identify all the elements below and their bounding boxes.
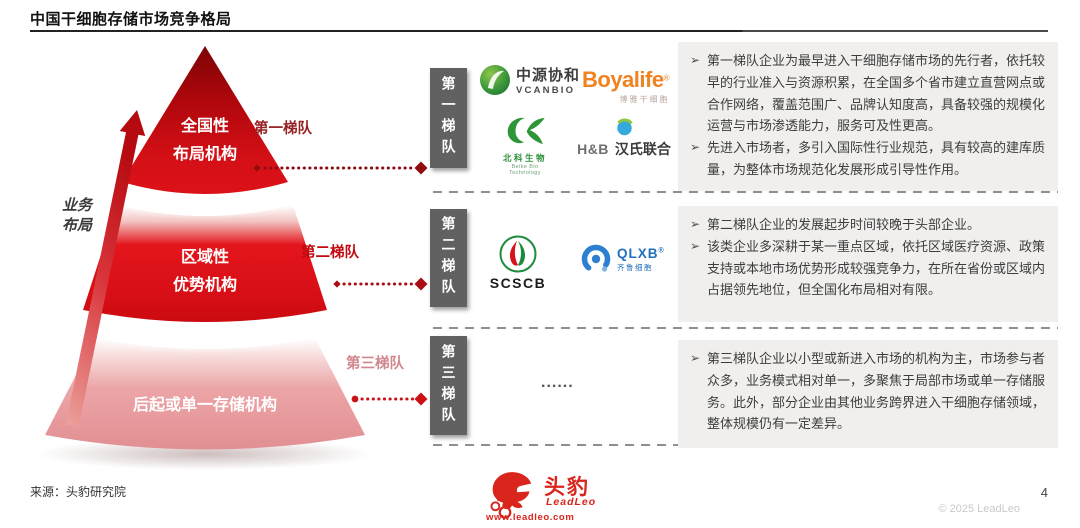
vcanbio-logo: 中源协和 VCANBIO xyxy=(479,64,580,96)
bullet-arrow-icon: ➢ xyxy=(690,217,701,231)
pyramid-shadow xyxy=(37,438,373,470)
connector1-start-dot xyxy=(253,164,261,172)
tier1-bullet-1: ➢ 第一梯队企业为最早进入干细胞存储市场的先行者，依托较早的行业准入与资源积累，… xyxy=(690,50,1045,137)
pyramid-tier1-shape xyxy=(122,46,288,194)
page-title: 中国干细胞存储市场竞争格局 xyxy=(30,11,232,28)
axis-label-line1: 业务 xyxy=(62,197,94,214)
tier3-description-block: ➢ 第三梯队企业以小型或新进入市场的机构为主，市场参与者众多，业务模式相对单一，… xyxy=(678,340,1058,448)
pyramid-tier3-topface xyxy=(93,326,317,354)
tier2-bullet-1: ➢ 第二梯队企业的发展起步时间较晚于头部企业。 xyxy=(690,214,1045,236)
connector2-start-dot xyxy=(333,280,341,288)
leadleo-website: www.leadleo.com xyxy=(486,512,575,523)
bullet-arrow-icon: ➢ xyxy=(690,53,701,67)
tier1-bullet-2-text: 先进入市场者，多引入国际性行业规范，具有较高的建库质量，为整体市场规范化发展形成… xyxy=(707,140,1046,177)
separator-2 xyxy=(433,327,1058,329)
tier2-bullet-2: ➢ 该类企业多深耕于某一重点区域，依托区域医疗资源、政策支持或本地市场优势形成较… xyxy=(690,236,1045,301)
tier1-tag: 第一梯队 xyxy=(254,119,312,137)
boyalife-reg-mark: ® xyxy=(663,73,670,83)
hb-logo-icon xyxy=(616,118,633,136)
tier3-box: 第三梯队 xyxy=(430,336,467,435)
boyalife-name-cn: 博雅干细胞 xyxy=(619,95,670,104)
pyramid-tier2-label-line1: 区域性 xyxy=(181,247,229,266)
pyramid-diagram: 后起或单一存储机构 区域性 优势机构 全国性 布局机构 业务 布局 第一梯队 第… xyxy=(37,46,428,470)
tier1-bullet-2: ➢ 先进入市场者，多引入国际性行业规范，具有较高的建库质量，为整体市场规范化发展… xyxy=(690,137,1045,181)
pyramid-tier1-label-line2: 布局机构 xyxy=(173,144,237,163)
tier3-tag: 第三梯队 xyxy=(346,354,404,372)
title-underline xyxy=(30,30,1048,32)
beike-logo-icon xyxy=(507,117,545,145)
source-note: 来源：头豹研究院 xyxy=(30,485,127,499)
tier3-bullet-1-text: 第三梯队企业以小型或新进入市场的机构为主，市场参与者众多，业务模式相对单一，多聚… xyxy=(707,351,1046,432)
leadleo-name-en: LeadLeo xyxy=(546,496,597,508)
boyalife-name-en: Boyalife xyxy=(582,67,664,92)
connector1-end-diamond xyxy=(414,161,428,175)
pyramid-tier3-label: 后起或单一存储机构 xyxy=(133,395,277,414)
pyramid-tier2-label-line2: 优势机构 xyxy=(173,275,237,294)
beike-name-cn: 北科生物 xyxy=(502,153,547,163)
vcanbio-logo-icon xyxy=(480,65,510,95)
tier2-bullet-1-text: 第二梯队企业的发展起步时间较晚于头部企业。 xyxy=(707,217,981,232)
qlxb-name-en: QLXB xyxy=(617,245,659,261)
tier3-companies-placeholder: ...... xyxy=(541,374,574,391)
tier2-tag: 第二梯队 xyxy=(301,243,359,261)
tier2-description-block: ➢ 第二梯队企业的发展起步时间较晚于头部企业。 ➢ 该类企业多深耕于某一重点区域… xyxy=(678,206,1058,322)
qlxb-name-cn: 齐鲁细胞 xyxy=(617,262,653,272)
tier1-description-block: ➢ 第一梯队企业为最早进入干细胞存储市场的先行者，依托较早的行业准入与资源积累，… xyxy=(678,42,1058,191)
tier1-bullet-1-text: 第一梯队企业为最早进入干细胞存储市场的先行者，依托较早的行业准入与资源积累，在全… xyxy=(707,53,1046,134)
pyramid-tier2-topface xyxy=(113,194,297,220)
leadleo-logo: 头豹 LeadLeo www.leadleo.com xyxy=(484,468,604,524)
axis-label-line2: 布局 xyxy=(62,217,93,234)
vcanbio-name-cn: 中源协和 xyxy=(516,67,581,84)
boyalife-logo: Boyalife® 博雅干细胞 xyxy=(582,67,670,105)
beike-logo: 北科生物 Beike Bio Technology xyxy=(498,116,552,176)
qlxb-logo-icon xyxy=(581,244,611,274)
tier3-bullet-1: ➢ 第三梯队企业以小型或新进入市场的机构为主，市场参与者众多，业务模式相对单一，… xyxy=(690,348,1045,435)
scscb-name-en: SCSCB xyxy=(489,275,547,291)
hb-name-cn: 汉氏联合 xyxy=(614,141,671,157)
page-number: 4 xyxy=(1040,485,1048,500)
bullet-arrow-icon: ➢ xyxy=(690,351,701,365)
bullet-arrow-icon: ➢ xyxy=(690,140,701,155)
business-layout-arrow xyxy=(65,110,146,428)
pyramid-tier2-shape xyxy=(83,205,327,322)
bullet-arrow-icon: ➢ xyxy=(690,238,701,253)
qlxb-reg-mark: ® xyxy=(658,247,665,254)
hb-logo: H&B 汉氏联合 xyxy=(576,118,672,159)
pyramid-tier3-shape xyxy=(45,338,365,450)
tier1-box: 第一梯队 xyxy=(430,68,467,168)
connector2-end-diamond xyxy=(414,277,428,291)
vcanbio-name-en: VCANBIO xyxy=(516,85,576,96)
pyramid-tier1-label-line1: 全国性 xyxy=(180,116,229,135)
leadleo-leopard-icon xyxy=(490,472,532,519)
tier2-bullet-2-text: 该类企业多深耕于某一重点区域，依托区域医疗资源、政策支持或本地市场优势形成较强竞… xyxy=(707,238,1046,298)
connector3-start-dot xyxy=(351,395,359,403)
leadleo-name-cn: 头豹 xyxy=(544,476,590,499)
hb-name-en: H&B xyxy=(577,141,609,157)
tier2-box: 第二梯队 xyxy=(430,209,467,307)
separator-1 xyxy=(433,191,1058,193)
connector3-end-diamond xyxy=(414,392,428,406)
qlxb-logo: QLXB® 齐鲁细胞 xyxy=(581,244,665,274)
beike-name-en: Beike Bio Technology xyxy=(509,164,541,176)
copyright-watermark: © 2025 LeadLeo xyxy=(938,503,1020,515)
scscb-logo: SCSCB xyxy=(488,235,548,291)
scscb-logo-icon xyxy=(499,235,537,273)
